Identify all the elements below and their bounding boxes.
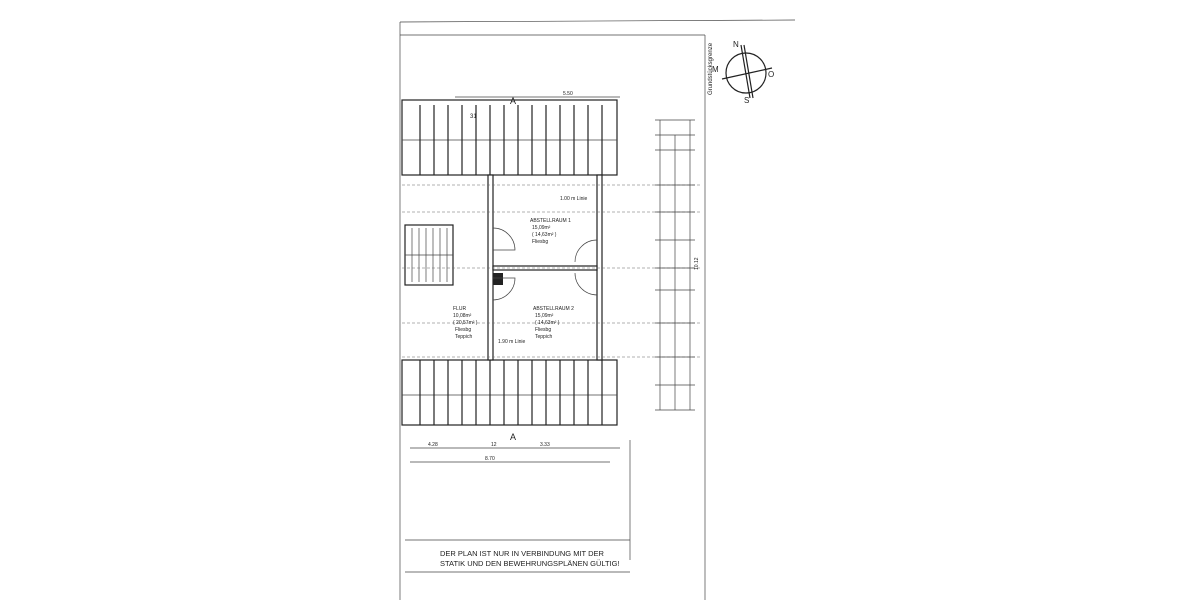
boundary-label: Grundstücksgrenze	[708, 42, 714, 95]
svg-text:1.00 m Linie: 1.00 m Linie	[560, 196, 587, 202]
dimension-right: 10.12	[655, 119, 700, 411]
window-swing	[574, 272, 598, 296]
svg-text:Fliesbg: Fliesbg	[532, 239, 548, 245]
svg-text:1.90 m Linie: 1.90 m Linie	[498, 339, 525, 345]
dimension-bottom: A 4.28 12 3.33 8.70	[410, 432, 620, 463]
svg-text:O: O	[768, 70, 774, 79]
svg-text:Fliesbg: Fliesbg	[535, 327, 551, 333]
door-swing	[492, 227, 516, 251]
svg-text:12: 12	[491, 442, 497, 448]
svg-text:A: A	[510, 432, 516, 442]
room-name: FLUR	[453, 306, 466, 312]
svg-text:N: N	[733, 40, 739, 49]
compass-icon: N S O M	[712, 40, 774, 105]
chimney	[493, 273, 503, 285]
dimension-top: 5.50 A 31	[455, 91, 620, 120]
corridor-wall	[487, 174, 494, 361]
window-swing	[574, 239, 598, 263]
svg-text:10.12: 10.12	[694, 257, 700, 270]
room-name: ABSTELLRAUM 1	[530, 218, 571, 224]
svg-text:Teppich: Teppich	[455, 334, 472, 340]
svg-text:10,08m²: 10,08m²	[453, 313, 472, 319]
svg-text:4.28: 4.28	[428, 442, 438, 448]
roof-rafters-top	[401, 99, 618, 176]
roof-rafters-bottom	[401, 359, 618, 426]
exterior-wall	[596, 174, 603, 361]
svg-text:Fliesbg: Fliesbg	[455, 327, 471, 333]
svg-text:STATIK UND DEN BEWEHRUNGSPLÄNE: STATIK UND DEN BEWEHRUNGSPLÄNEN GÜLTIG!	[440, 559, 620, 568]
door-swing	[492, 277, 516, 301]
room-name: ABSTELLRAUM 2	[533, 306, 574, 312]
staircase	[404, 224, 454, 286]
validity-note: DER PLAN IST NUR IN VERBINDUNG MIT DER S…	[405, 539, 630, 573]
svg-text:15,09m²: 15,09m²	[532, 225, 551, 231]
svg-text:( 14,63m² ): ( 14,63m² )	[535, 320, 560, 326]
svg-text:( 14,63m² ): ( 14,63m² )	[532, 232, 557, 238]
svg-text:8.70: 8.70	[485, 456, 495, 462]
svg-text:15,09m²: 15,09m²	[535, 313, 554, 319]
svg-text:( 20,57m² ): ( 20,57m² )	[453, 320, 478, 326]
svg-text:31: 31	[470, 114, 477, 120]
svg-text:Teppich: Teppich	[535, 334, 552, 340]
svg-text:S: S	[744, 96, 749, 105]
svg-text:3.33: 3.33	[540, 442, 550, 448]
svg-text:5.50: 5.50	[563, 91, 573, 97]
svg-text:M: M	[712, 65, 719, 74]
svg-text:A: A	[510, 96, 516, 106]
page-top-edge	[399, 19, 796, 23]
svg-text:DER PLAN IST NUR IN VERBINDUNG: DER PLAN IST NUR IN VERBINDUNG MIT DER	[440, 549, 604, 558]
